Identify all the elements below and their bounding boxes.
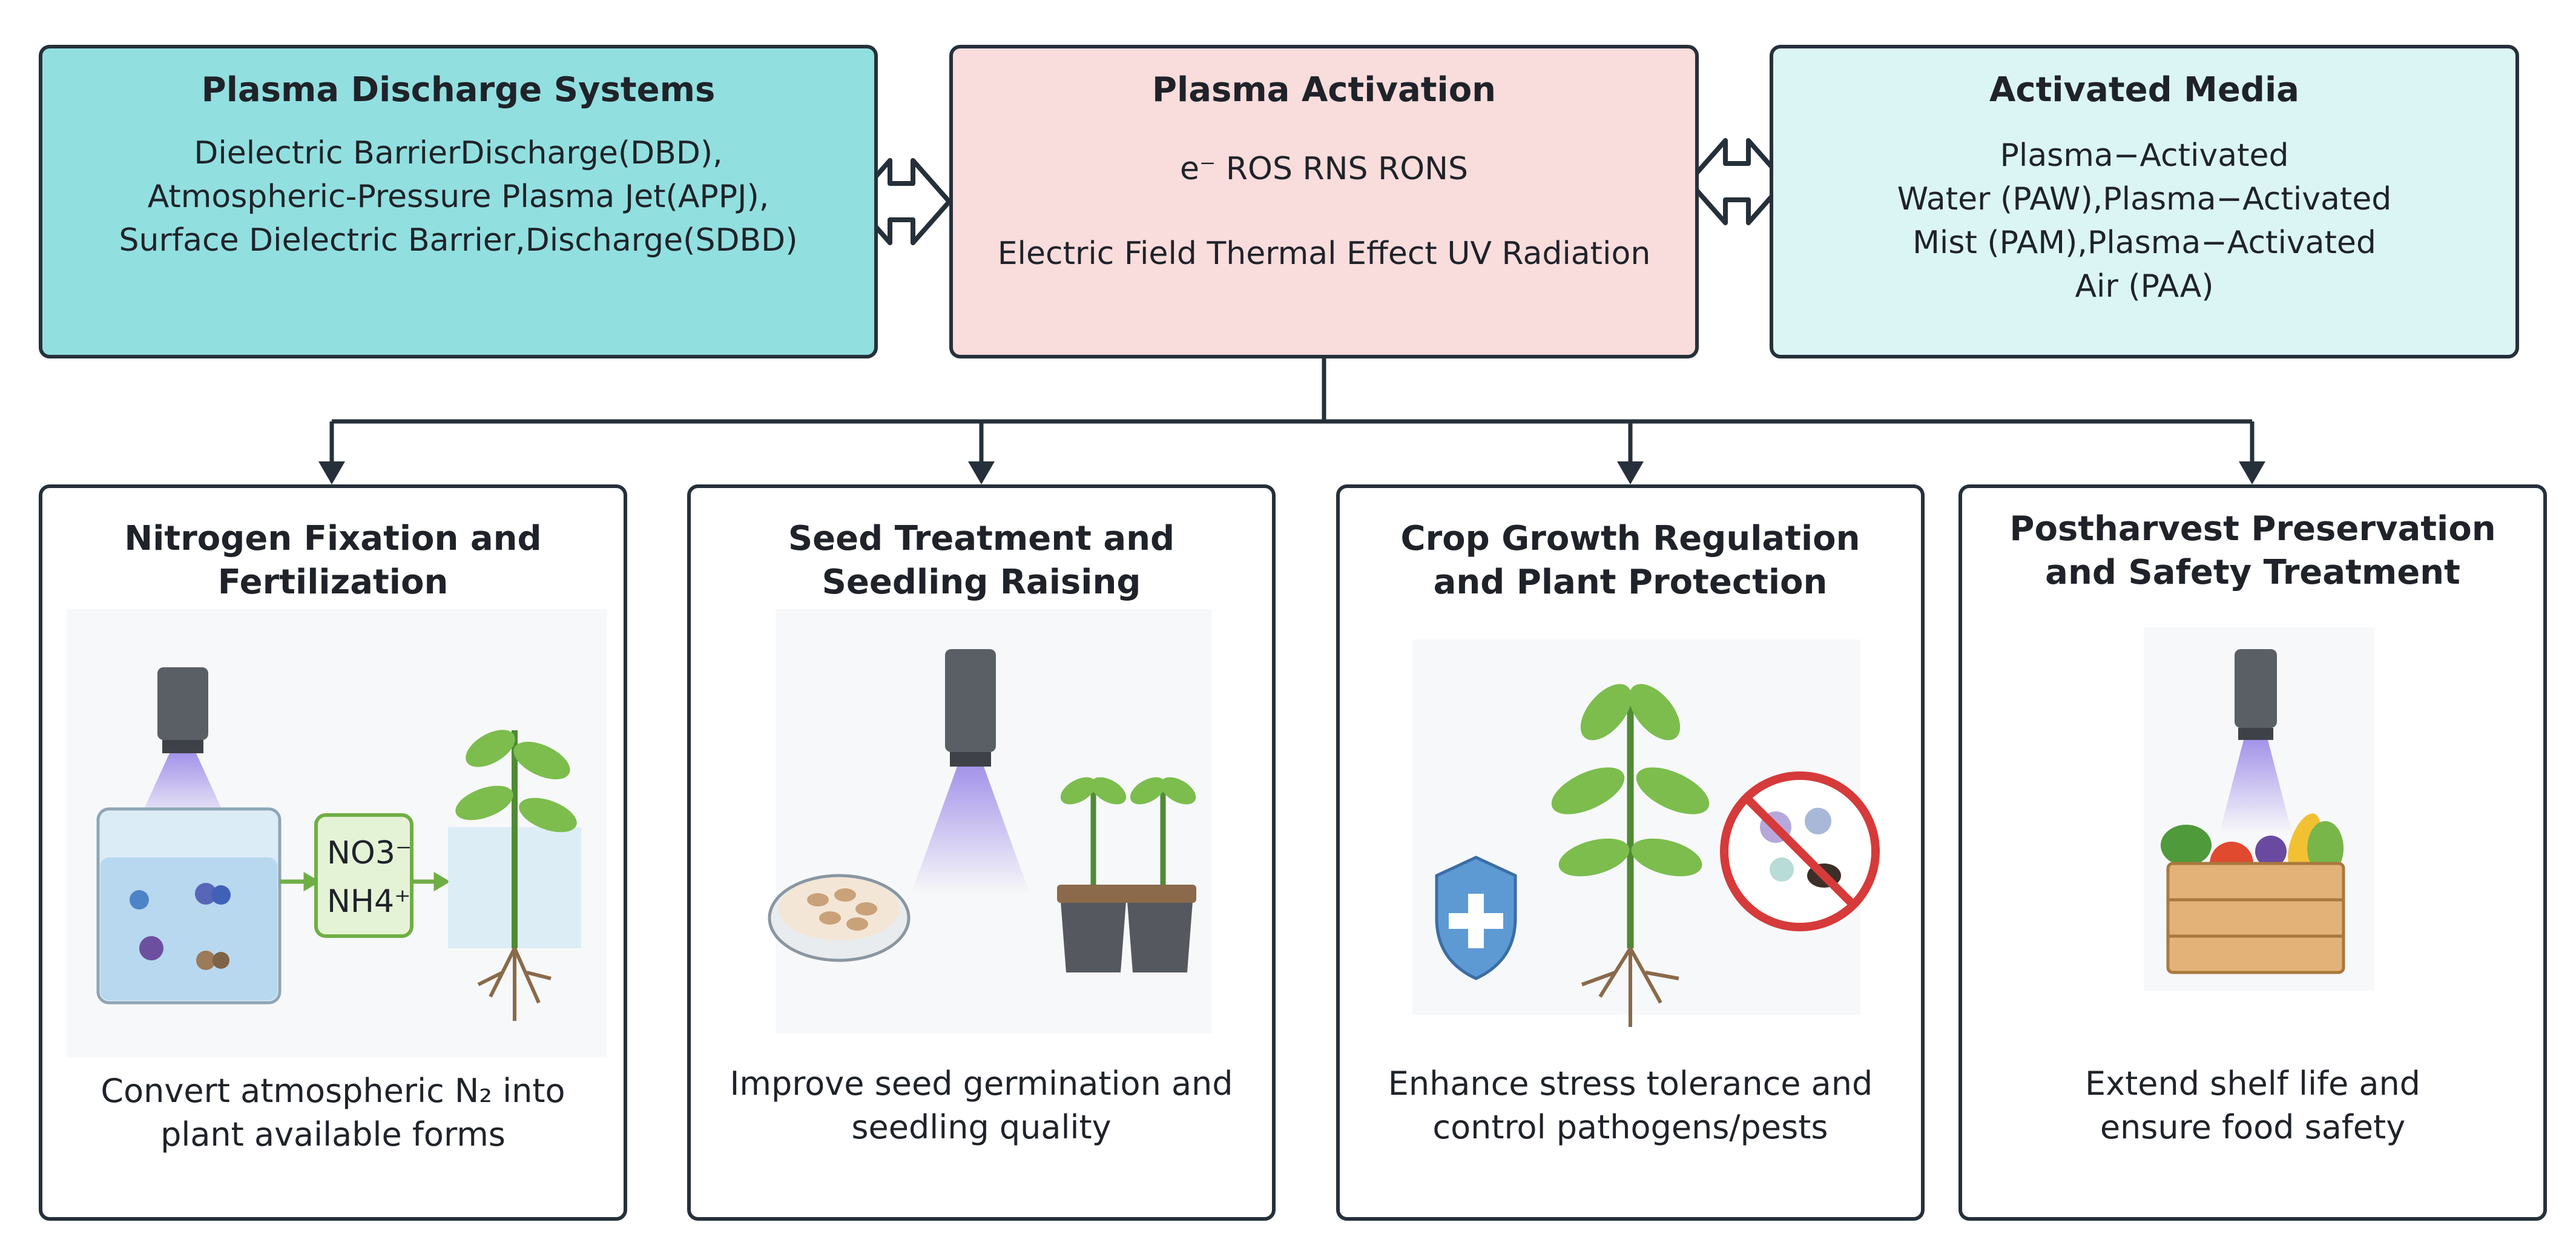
connector-arrowheads — [318, 461, 2265, 484]
systems-line: Surface Dielectric Barrier,Discharge(SDB… — [119, 222, 798, 259]
crop-protection-illustration — [1412, 639, 1880, 1027]
nitrogen-fixation-illustration: NO3⁻ NH4⁺ — [67, 609, 607, 1057]
beaker-icon — [96, 807, 282, 1005]
media-line: Air (PAA) — [2075, 268, 2214, 305]
seedling-pot-icon — [1057, 777, 1196, 972]
card-description-line: plant available forms — [160, 1115, 506, 1154]
systems-list: Dielectric BarrierDischarge(DBD), Atmosp… — [42, 131, 874, 262]
arrowhead-app-4 — [2239, 461, 2265, 484]
plasma-nozzle-icon — [911, 649, 1030, 894]
shield-icon — [1435, 856, 1517, 980]
card-title-line: Nitrogen Fixation and — [124, 519, 542, 558]
postharvest-card: Postharvest Preservation and Safety Trea… — [1958, 484, 2547, 1221]
plasma-nozzle-icon — [2219, 649, 2292, 833]
card-description-line: Convert atmospheric N₂ into — [100, 1072, 565, 1110]
arrowhead-app-3 — [1617, 461, 1644, 484]
card-title-line: Postharvest Preservation — [2009, 509, 2496, 549]
card-description-line: control pathogens/pests — [1432, 1108, 1828, 1146]
systems-line: Dielectric BarrierDischarge(DBD), — [194, 135, 723, 171]
media-title: Activated Media — [1989, 70, 2299, 110]
systems-line: Atmospheric-Pressure Plasma Jet(APPJ), — [147, 179, 769, 215]
plasma-activation-box: Plasma Activation e⁻ ROS RNS RONS Electr… — [949, 45, 1699, 358]
activated-media-box: Activated Media Plasma−Activated Water (… — [1770, 45, 2519, 358]
card-title: Crop Growth Regulation and Plant Protect… — [1340, 517, 1921, 604]
card-title: Postharvest Preservation and Safety Trea… — [1962, 507, 2543, 595]
ammonium-label: NH4⁺ — [327, 883, 411, 920]
card-title-line: and Safety Treatment — [2045, 553, 2460, 592]
arrowhead-app-2 — [968, 461, 995, 484]
tree-connector — [329, 358, 2255, 466]
card-description-line: seedling quality — [851, 1108, 1112, 1146]
card-title: Nitrogen Fixation and Fertilization — [42, 517, 624, 604]
card-title-line: Seed Treatment and — [788, 519, 1175, 558]
vegetable-crate-icon — [2161, 813, 2345, 974]
media-line: Mist (PAM),Plasma−Activated — [1912, 225, 2376, 261]
systems-title: Plasma Discharge Systems — [201, 70, 716, 110]
crop-growth-card: Crop Growth Regulation and Plant Protect… — [1336, 484, 1925, 1221]
activation-title: Plasma Activation — [1151, 70, 1497, 110]
nitrate-label: NO3⁻ — [327, 835, 412, 871]
no-pests-icon — [1720, 771, 1880, 931]
nitrogen-fixation-card: Nitrogen Fixation and Fertilization — [39, 484, 627, 1221]
media-list: Plasma−Activated Water (PAW),Plasma−Acti… — [1773, 134, 2515, 308]
plant-icon — [448, 730, 581, 1021]
card-title-line: Seedling Raising — [822, 563, 1141, 602]
card-title: Seed Treatment and Seedling Raising — [691, 517, 1272, 604]
activation-effects: Electric Field Thermal Effect UV Radiati… — [997, 236, 1651, 272]
plant-icon — [1551, 684, 1710, 1027]
card-description: Enhance stress tolerance and control pat… — [1340, 1062, 1921, 1149]
arrowhead-app-1 — [318, 461, 345, 484]
card-description-line: Extend shelf life and — [2085, 1065, 2420, 1103]
media-line: Plasma−Activated — [2000, 137, 2289, 174]
card-description: Improve seed germination and seedling qu… — [691, 1062, 1272, 1149]
ion-label-box: NO3⁻ NH4⁺ — [314, 813, 413, 938]
card-description-line: ensure food safety — [2100, 1108, 2406, 1146]
activation-species: e⁻ ROS RNS RONS — [1179, 151, 1469, 187]
petri-dish-icon — [768, 874, 911, 962]
card-description-line: Enhance stress tolerance and — [1388, 1065, 1873, 1103]
card-description: Extend shelf life and ensure food safety — [1962, 1062, 2543, 1149]
media-line: Water (PAW),Plasma−Activated — [1897, 181, 2392, 217]
card-title-line: and Plant Protection — [1433, 563, 1828, 602]
arrow-icon — [280, 871, 450, 892]
postharvest-illustration — [2144, 627, 2374, 991]
card-description-line: Improve seed germination and — [730, 1065, 1233, 1103]
card-title-line: Crop Growth Regulation — [1400, 519, 1860, 558]
card-title-line: Fertilization — [217, 563, 449, 602]
card-description: Convert atmospheric N₂ into plant availa… — [42, 1069, 624, 1157]
seed-treatment-card: Seed Treatment and Seedling Raising — [687, 484, 1276, 1221]
seed-treatment-illustration — [768, 609, 1211, 1033]
plasma-discharge-systems-box: Plasma Discharge Systems Dielectric Barr… — [39, 45, 878, 358]
